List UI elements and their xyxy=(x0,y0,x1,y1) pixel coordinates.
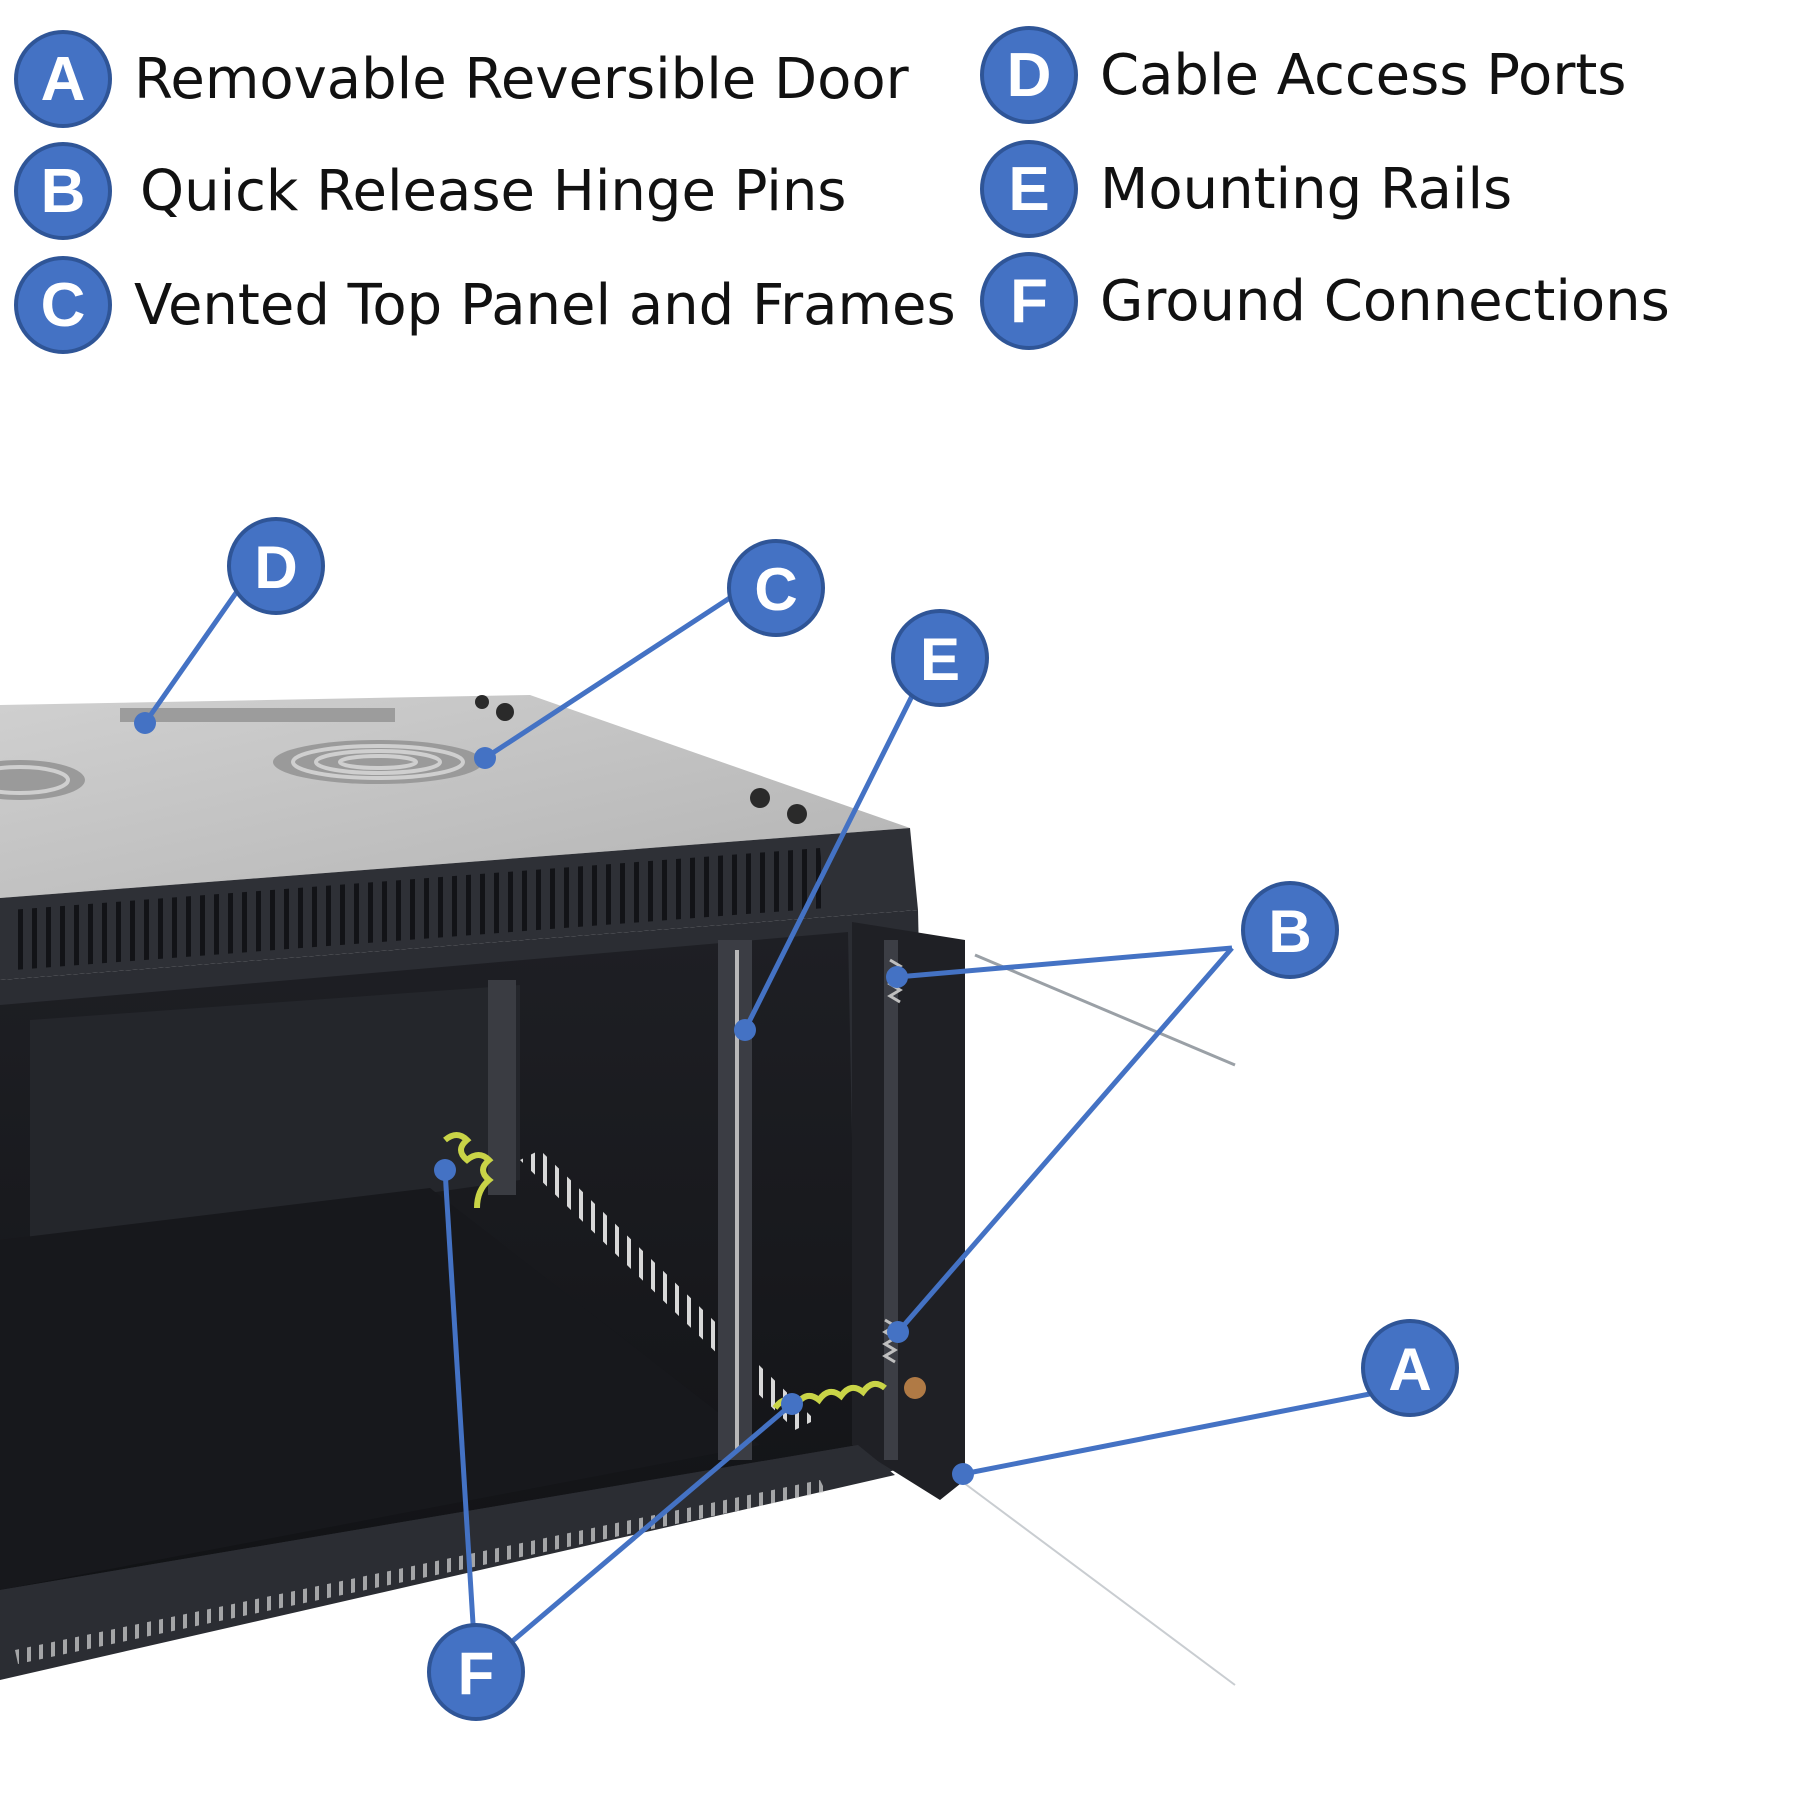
screw xyxy=(496,703,514,721)
top-panel xyxy=(0,695,910,898)
legend-item-b: B Quick Release Hinge Pins xyxy=(14,142,846,240)
rear-mounting-rail xyxy=(488,980,516,1195)
leader-b-bottom xyxy=(896,946,1234,1334)
callout-f: F xyxy=(427,1623,525,1721)
screw xyxy=(475,695,489,709)
badge-f: F xyxy=(980,252,1078,350)
leader-b-top xyxy=(896,945,1233,980)
hinge-bar xyxy=(884,940,898,1460)
leader-lines xyxy=(142,568,1391,1674)
callout-d: D xyxy=(227,517,325,615)
legend-label-c: Vented Top Panel and Frames xyxy=(134,272,956,338)
cabinet-floor xyxy=(0,1188,760,1590)
ground-wire-left xyxy=(443,1132,494,1209)
door-frame xyxy=(852,922,965,1500)
badge-b: B xyxy=(14,142,112,240)
cabinet-back-wall xyxy=(30,985,520,1250)
leader-end-dots xyxy=(134,712,974,1485)
leader-e xyxy=(742,648,938,1032)
cabinet-diagram: D C E B A F xyxy=(0,517,1459,1721)
top-fan-vent xyxy=(273,740,483,784)
screw xyxy=(787,804,807,824)
callout-e: E xyxy=(891,609,989,707)
callout-c: C xyxy=(727,539,825,637)
callout-f-label: F xyxy=(458,1640,495,1707)
legend-label-a: Removable Reversible Door xyxy=(134,46,909,112)
legend-item-e: E Mounting Rails xyxy=(980,140,1512,238)
callout-b: B xyxy=(1241,881,1339,979)
legend-label-d: Cable Access Ports xyxy=(1100,42,1627,108)
callout-e-label: E xyxy=(920,626,960,693)
legend-item-a: A Removable Reversible Door xyxy=(14,30,909,128)
leader-c xyxy=(483,585,747,761)
legend-item-f: F Ground Connections xyxy=(980,252,1670,350)
door-glass-edge xyxy=(974,953,1236,1067)
door-glass-edge-lower xyxy=(959,1479,1236,1686)
callout-b-label: B xyxy=(1268,898,1311,965)
legend-item-c: C Vented Top Panel and Frames xyxy=(14,256,956,354)
callout-d-label: D xyxy=(254,534,297,601)
leader-f-right xyxy=(474,1402,794,1674)
leader-a xyxy=(962,1387,1391,1477)
legend-item-d: D Cable Access Ports xyxy=(980,26,1626,124)
front-bottom-vents xyxy=(15,1480,826,1664)
badge-c: C xyxy=(14,256,112,354)
leader-f-left xyxy=(442,1169,479,1673)
top-fan-vent-left xyxy=(0,760,85,800)
ground-bolt xyxy=(904,1377,926,1399)
cable-access-slot xyxy=(120,708,395,722)
badge-a: A xyxy=(14,30,112,128)
legend-label-e: Mounting Rails xyxy=(1100,156,1513,222)
leader-d xyxy=(142,568,255,725)
legend-label-f: Ground Connections xyxy=(1100,268,1670,334)
legend-label-b: Quick Release Hinge Pins xyxy=(140,158,847,224)
badge-e: E xyxy=(980,140,1078,238)
screw xyxy=(750,788,770,808)
callout-c-label: C xyxy=(754,556,797,623)
callout-a-label: A xyxy=(1388,1336,1431,1403)
badge-d: D xyxy=(980,26,1078,124)
front-vent-strip xyxy=(10,848,826,970)
callout-a: A xyxy=(1361,1319,1459,1417)
